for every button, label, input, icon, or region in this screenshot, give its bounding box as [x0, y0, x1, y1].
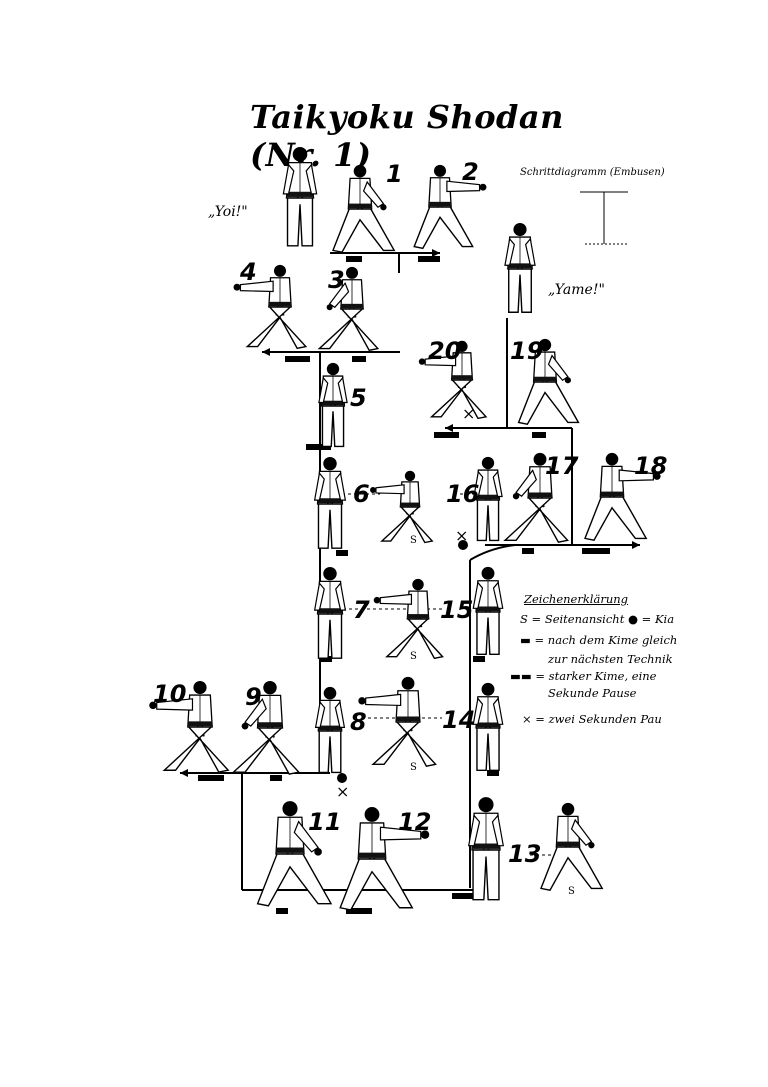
karateka-figure: [517, 338, 580, 426]
move-number-3: 3: [328, 266, 345, 294]
karateka-figure: [318, 362, 348, 448]
karateka-figure: [233, 264, 308, 350]
side-view-mark: S: [410, 762, 417, 773]
karateka-figure: [418, 340, 488, 420]
move-number-11: 11: [308, 808, 342, 836]
karateka-figure: [149, 680, 230, 773]
karateka-figure: [503, 452, 569, 543]
move-number-8: 8: [350, 708, 367, 736]
legend-item: ▬▬ = starker Kime, eine: [510, 669, 657, 683]
karateka-figure: [314, 686, 346, 774]
karateka-figure: [313, 566, 347, 659]
karateka-figure: [282, 147, 318, 247]
side-view-mark: S: [410, 535, 417, 546]
move-number-1: 1: [386, 160, 403, 188]
karateka-figure: [540, 802, 604, 891]
karateka-figure: [413, 164, 487, 250]
karateka-figure: [313, 456, 347, 549]
karateka-figure: [504, 222, 536, 313]
move-number-15: 15: [440, 596, 474, 624]
karateka-figure: [468, 797, 504, 901]
karateka-figure: [370, 470, 434, 544]
move-number-19: 19: [510, 337, 544, 365]
page-title: Taikyoku Shodan (Nr. 1): [250, 98, 564, 174]
karateka-figure: [339, 807, 430, 911]
move-number-7: 7: [353, 596, 370, 624]
move-number-10: 10: [153, 680, 187, 708]
legend-item: Sekunde Pause: [548, 686, 637, 700]
karateka-figure: [317, 266, 380, 352]
move-number-18: 18: [634, 452, 668, 480]
karateka-figure: [373, 578, 444, 660]
karateka-figure: [256, 801, 333, 907]
legend-item: S = Seitenansicht ● = Kia: [520, 612, 675, 626]
call-yoi: „Yoi!": [208, 204, 248, 220]
legend-item: ▬ = nach dem Kime gleich: [520, 633, 678, 647]
karateka-figure: [231, 680, 301, 775]
move-number-20: 20: [428, 337, 462, 365]
karateka-figure: [473, 456, 503, 542]
move-number-12: 12: [398, 808, 432, 836]
move-number-9: 9: [245, 683, 262, 711]
karateka-figure: [472, 682, 504, 772]
legend-item: × = zwei Sekunden Pau: [522, 712, 662, 726]
legend-title: Zeichenerklärung: [524, 592, 629, 606]
karateka-figure: [332, 164, 396, 253]
side-view-mark: S: [410, 651, 417, 662]
karateka-figure: [358, 676, 437, 767]
karateka-figure: [472, 566, 504, 656]
move-number-4: 4: [240, 258, 257, 286]
pause-mark: ×: [336, 782, 350, 801]
karateka-figure: [584, 452, 661, 541]
move-number-5: 5: [350, 384, 367, 412]
side-view-mark: S: [568, 886, 575, 897]
pause-mark: ×: [462, 404, 476, 423]
move-number-13: 13: [508, 840, 542, 868]
legend-item: zur nächsten Technik: [548, 652, 673, 666]
move-number-14: 14: [442, 706, 476, 734]
call-yame: „Yame!": [548, 282, 605, 298]
pause-mark: ×: [455, 526, 469, 545]
move-number-2: 2: [462, 158, 479, 186]
embusen-caption: Schrittdiagramm (Embusen): [520, 167, 665, 178]
move-number-16: 16: [446, 480, 480, 508]
move-number-6: 6: [353, 480, 370, 508]
move-number-17: 17: [545, 452, 579, 480]
